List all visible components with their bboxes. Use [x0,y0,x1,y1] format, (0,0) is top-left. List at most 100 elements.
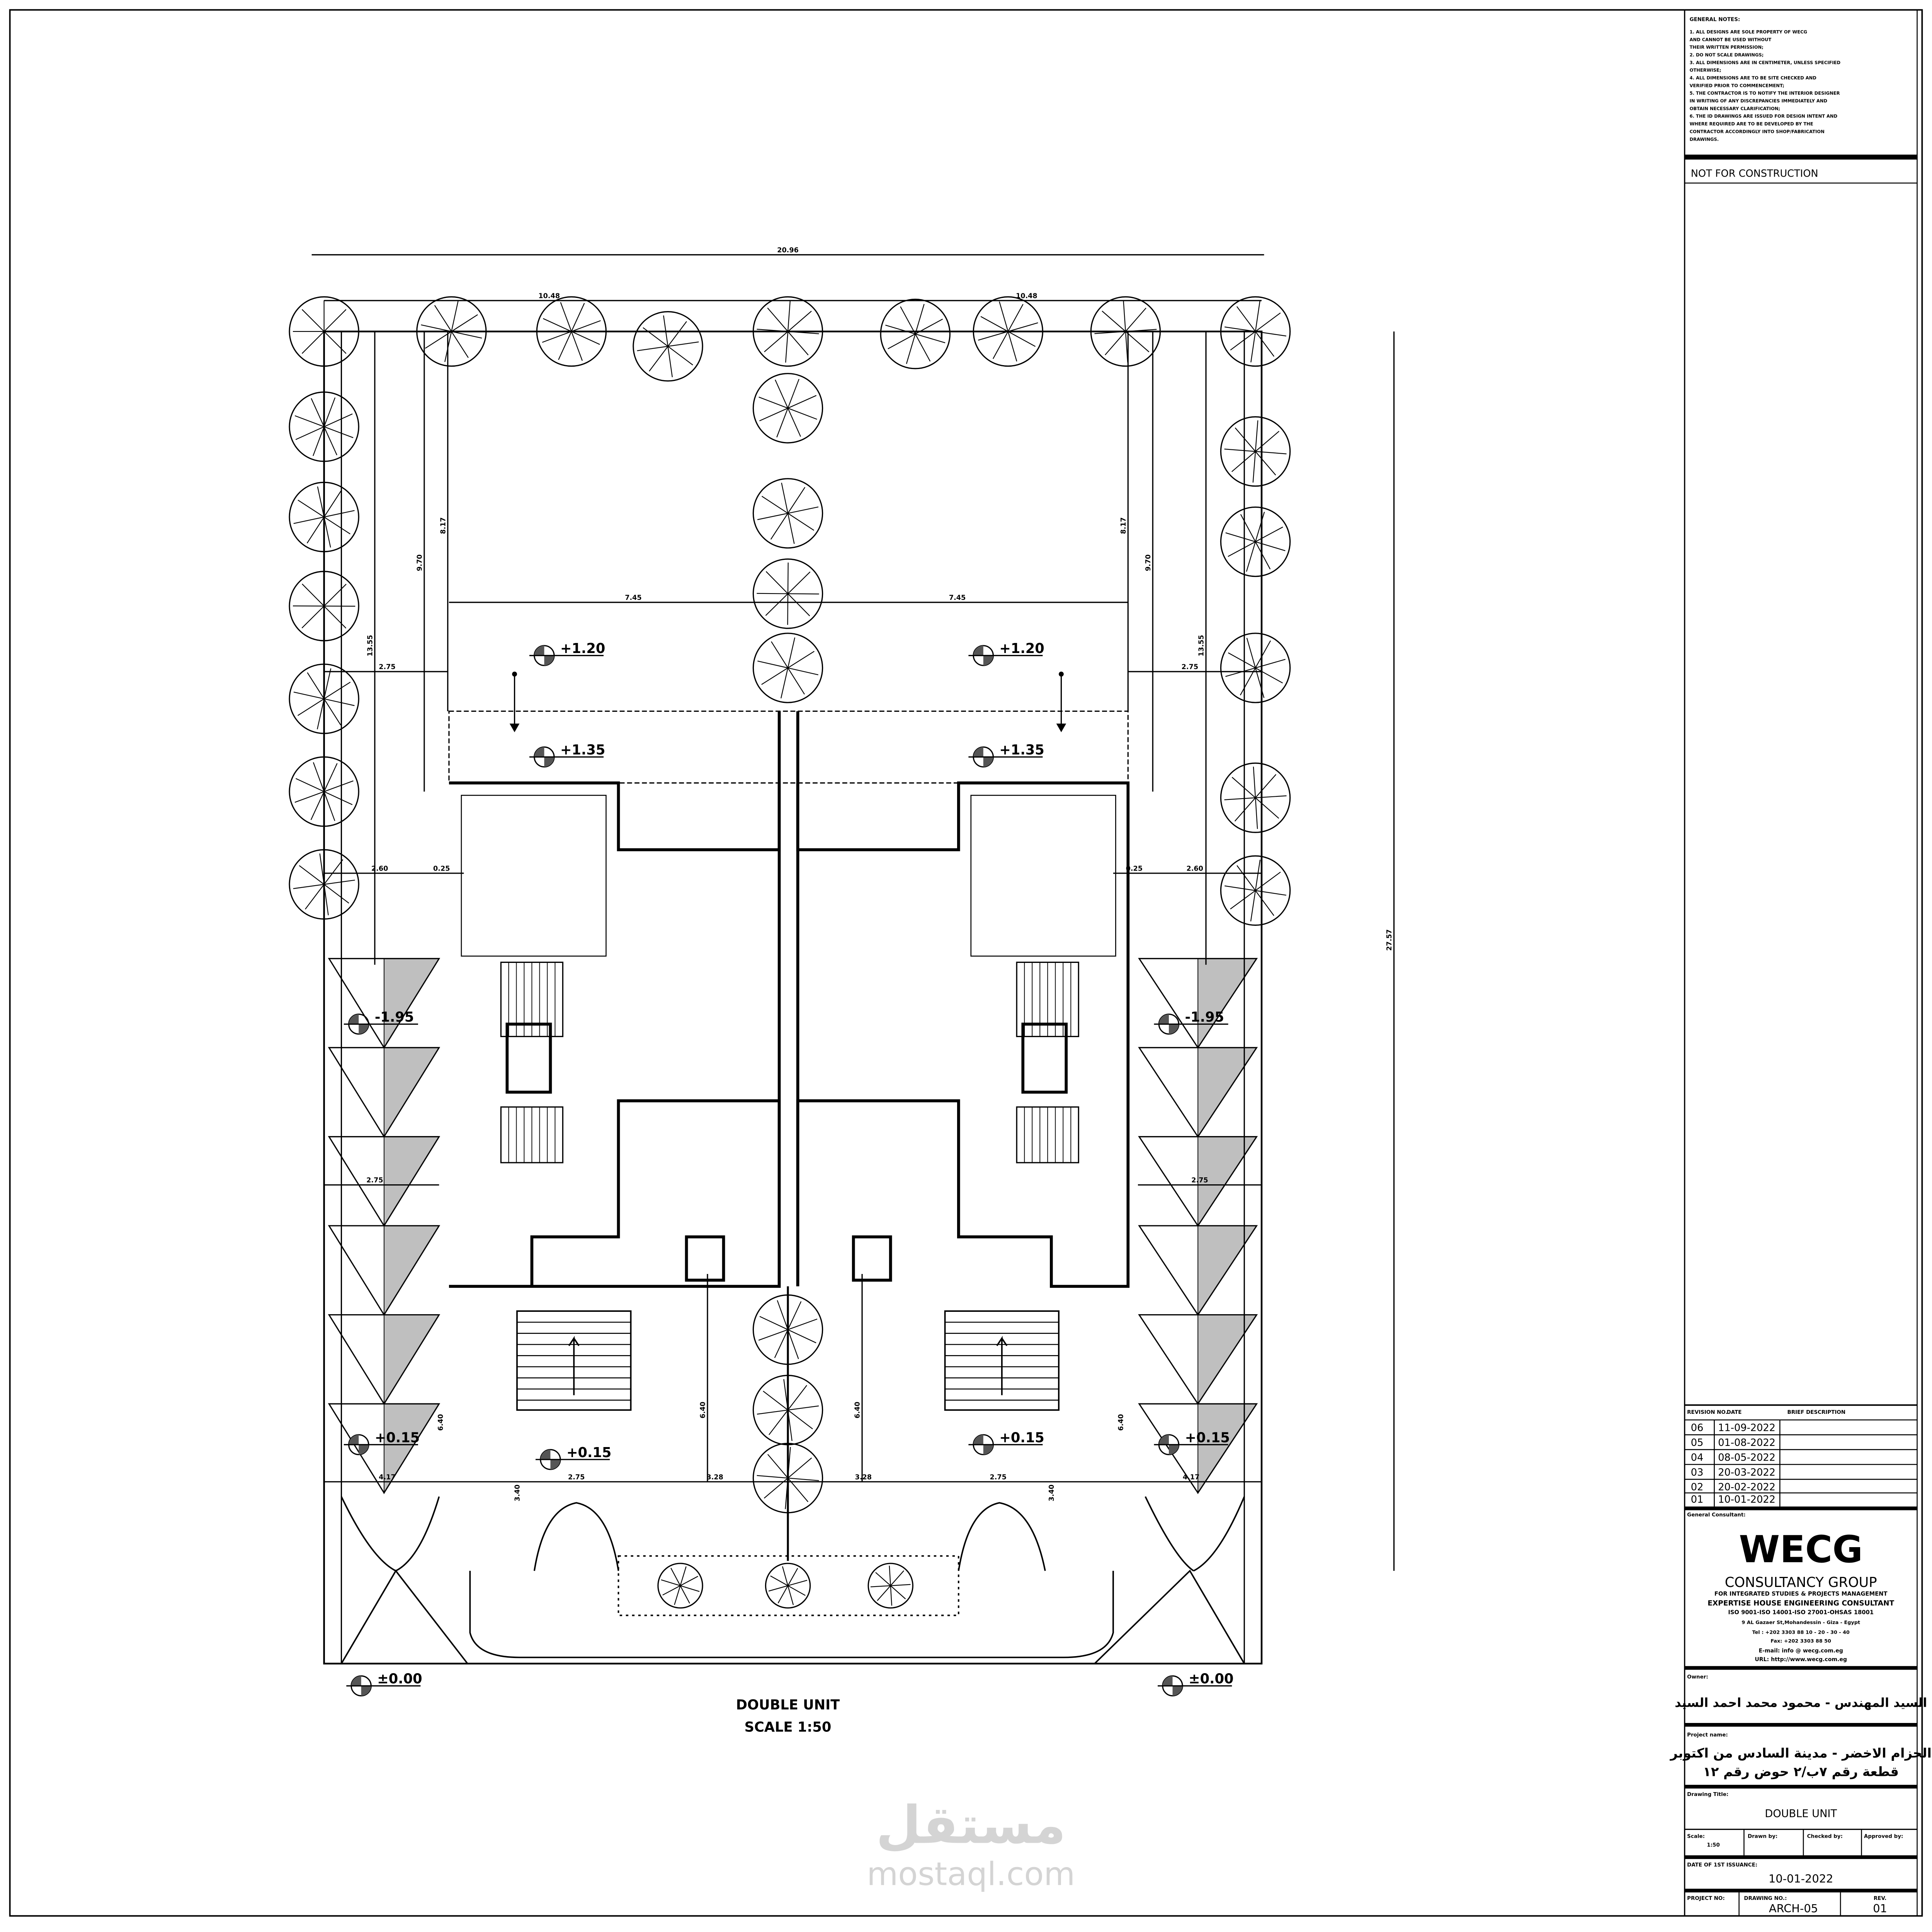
revision-date: 11-09-2022 [1718,1422,1776,1434]
general-note-line: OBTAIN NECESSARY CLARIFICATION; [1690,106,1780,111]
project-label: Project name: [1687,1732,1728,1738]
general-note-line: 5. THE CONTRACTOR IS TO NOTIFY THE INTER… [1690,90,1840,96]
revision-date: 01-08-2022 [1718,1437,1776,1449]
level-entry-right: +0.15 [999,1430,1044,1446]
tree-icon [752,296,823,367]
dimension-half-width-left: 10.48 [538,292,560,300]
dimension-side-left: 2.60 [371,865,388,873]
tree-icon [752,478,823,549]
consultant-tel: Tel : +202 3303 88 10 - 20 - 30 - 40 [1752,1630,1850,1636]
dimension-front-left-b: 2.75 [568,1473,585,1481]
ramp-hatch [1197,1047,1258,1138]
tree-icon [765,1563,811,1609]
revision-no: 03 [1691,1467,1704,1478]
level-terrace-left: +1.35 [560,742,605,758]
level-street-right: ±0.00 [1189,1671,1233,1687]
general-note-line: 3. ALL DIMENSIONS ARE IN CENTIMETER, UNL… [1690,60,1841,65]
consultant-name: CONSULTANCY GROUP [1725,1575,1877,1590]
dimension-wall-right: 0.25 [1126,865,1143,873]
level-entry-left: +0.15 [566,1445,611,1461]
building [449,711,1130,1561]
level-basement-right: -1.95 [1185,1009,1224,1025]
checked-by-label: Checked by: [1807,1834,1843,1840]
general-note-line: OTHERWISE; [1690,68,1721,73]
dimension-overall-width: 20.96 [777,247,799,254]
tree-icon [633,311,703,382]
front-gates [340,1496,1245,1664]
dimension-right-8-17: 8.17 [1120,517,1128,534]
ramp-hatch [1197,1136,1258,1227]
ramp-hatch [383,1403,440,1495]
level-ramp-right: +0.15 [1185,1430,1230,1446]
general-note-line: THEIR WRITTEN PERMISSION; [1690,44,1764,50]
tree-icon [1090,296,1161,367]
general-note-line: 1. ALL DESIGNS ARE SOLE PROPERTY OF WECG [1690,29,1807,34]
tree-icon [289,571,359,641]
level-ramp-left: +0.15 [375,1430,420,1446]
elevation-marker-icon [529,746,604,768]
ramp-hatch [1197,1314,1258,1405]
dimension-front-right-b: 2.75 [990,1473,1007,1481]
ramp-hatch [383,1047,440,1138]
entry-stair [516,1310,632,1411]
ramp-hatch [383,1225,440,1316]
watermark-arabic: مستقل [876,1795,1066,1855]
dimension-setback-right: 2.75 [1182,663,1198,671]
elevation-marker-icon [1154,1434,1228,1455]
elevation-marker-icon [344,1014,418,1035]
tree-icon [1220,296,1291,367]
elevation-marker-icon [968,746,1043,768]
dimension-height-b: 6.40 [699,1401,707,1418]
revision-date: 20-02-2022 [1718,1481,1776,1493]
dimension-lines [311,254,1395,1571]
tree-icon [536,296,607,367]
ramp-hatch [1197,1403,1258,1494]
tree-icon [289,481,359,553]
plan-title: DOUBLE UNIT [736,1697,840,1713]
consultant-block: General Consultant: WECG CONSULTANCY GRO… [1684,1512,1917,1670]
arrow-up-icon [568,1336,580,1395]
tree-icon [1220,506,1291,577]
tree-icon [289,849,359,920]
tree-icon [416,296,487,367]
general-note-line: DRAWINGS. [1690,136,1719,142]
dimension-height-c: 6.40 [854,1401,862,1418]
issue-date-label: DATE OF 1ST ISSUANCE: [1687,1862,1757,1868]
dimension-entry-right: 3.40 [1048,1485,1056,1501]
tree-icon [973,296,1044,367]
elevation-marker-icon [1154,1014,1228,1035]
arrow-up-icon [996,1336,1008,1395]
project-name-line1: الحزام الاخضر - مدينة السادس من اكتوبر [1670,1746,1932,1761]
general-note-line: CONTRACTOR ACCORDINGLY INTO SHOP/FABRICA… [1690,129,1825,134]
tree-icon [880,299,951,369]
watermark: مستقل mostaql.com [867,1795,1075,1893]
general-note-line: 4. ALL DIMENSIONS ARE TO BE SITE CHECKED… [1690,75,1816,81]
terrace [448,710,1129,784]
elevation-marker-icon [1158,1675,1232,1697]
tree-icon [752,1294,823,1365]
revision-date: 10-01-2022 [1718,1494,1776,1505]
level-basement-left: -1.95 [375,1009,414,1025]
wecg-logo: WECG [1739,1528,1863,1571]
consultant-line2: EXPERTISE HOUSE ENGINEERING CONSULTANT [1708,1599,1894,1607]
dimension-height-a: 6.40 [437,1414,445,1430]
elevation-marker-icon [346,1675,421,1697]
elevation-marker-icon [344,1434,418,1455]
consultant-url: URL: http://www.wecg.com.eg [1755,1656,1847,1663]
drawing-title-label: Drawing Title: [1687,1792,1728,1798]
consultant-address: 9 AL Gazaer St,Mohandessin - Giza - Egyp… [1742,1620,1860,1626]
tree-icon [752,1374,823,1446]
drawn-by-label: Drawn by: [1748,1834,1777,1840]
trees [289,296,1291,1609]
tree-icon [752,373,823,444]
general-note-line: VERIFIED PRIOR TO COMMENCEMENT; [1690,83,1784,88]
revision-header-desc: BRIEF DESCRIPTION [1787,1410,1845,1415]
rev-value: 01 [1873,1902,1887,1915]
sheet-border [9,9,1923,1917]
tree-icon [289,663,359,734]
revision-date: 20-03-2022 [1718,1467,1776,1478]
consultant-label: General Consultant: [1687,1512,1746,1518]
